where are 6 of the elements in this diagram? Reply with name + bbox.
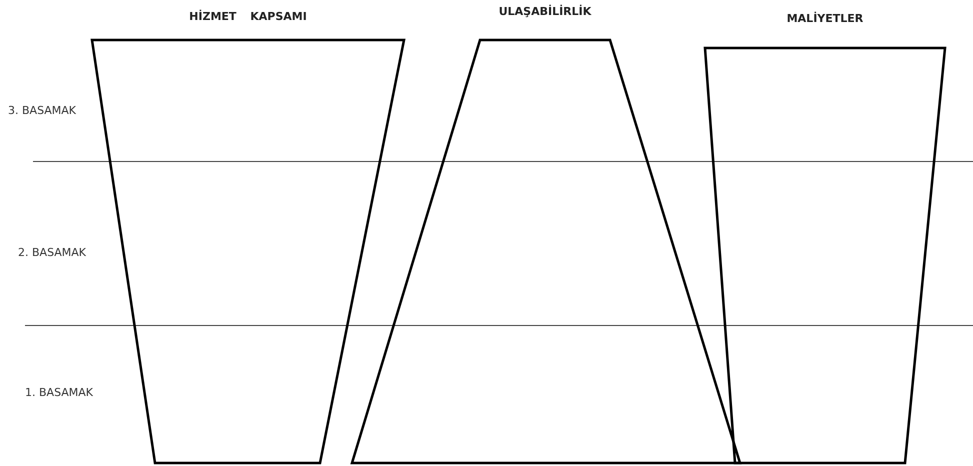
level-label: 3. BASAMAK <box>8 104 76 117</box>
column-heading: MALİYETLER <box>786 12 864 25</box>
column-heading: ULAŞABİLİRLİK <box>498 5 592 18</box>
level-label: 1. BASAMAK <box>25 386 94 399</box>
level-label: 2. BASAMAK <box>18 246 86 259</box>
column-heading: HİZMET KAPSAMI <box>188 10 308 23</box>
